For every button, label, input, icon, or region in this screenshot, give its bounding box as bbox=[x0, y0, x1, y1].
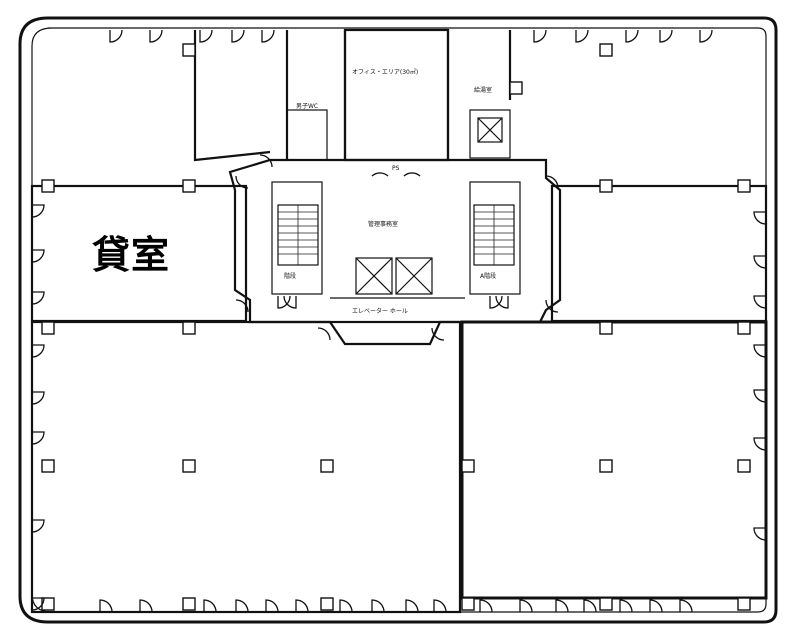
rental-room-label: 貸室 bbox=[92, 233, 171, 277]
wc-label: 男子WC bbox=[296, 103, 318, 110]
stair-right bbox=[473, 204, 515, 266]
elevator-2 bbox=[395, 257, 433, 295]
rental-room-lower-right bbox=[460, 320, 768, 600]
door-swings-core bbox=[235, 154, 559, 341]
stair-a-label: 階段 bbox=[284, 272, 296, 280]
door-swings-left bbox=[31, 204, 45, 611]
rental-room-lower-left bbox=[30, 320, 462, 614]
core-inner-right bbox=[469, 181, 521, 295]
stair-b-label: A階段 bbox=[480, 272, 496, 280]
management-room-label: 管理事務室 bbox=[368, 220, 398, 228]
core-inner bbox=[271, 181, 323, 295]
door-swings-top bbox=[109, 29, 713, 43]
wc-block bbox=[286, 109, 328, 161]
elevator-hall-label: エレベーター ホール bbox=[352, 307, 408, 315]
office-area-label: オフィス・エリア(30㎡) bbox=[352, 68, 418, 76]
core-outline bbox=[228, 158, 562, 346]
door-swings-right bbox=[753, 211, 767, 541]
columns bbox=[41, 43, 751, 611]
room-top-left-block bbox=[193, 30, 271, 162]
stair-left bbox=[277, 204, 319, 266]
pantry-label: 給湯室 bbox=[474, 86, 492, 94]
ps-label: PS bbox=[392, 165, 400, 172]
door-swings-bottom bbox=[99, 599, 693, 613]
rental-room-left-upper bbox=[30, 184, 248, 323]
outer-wall bbox=[18, 16, 778, 624]
office-area-room bbox=[343, 28, 450, 162]
ev-shaft-top bbox=[469, 109, 511, 159]
elevator-1 bbox=[355, 257, 393, 295]
rental-room-right-upper bbox=[550, 184, 768, 323]
